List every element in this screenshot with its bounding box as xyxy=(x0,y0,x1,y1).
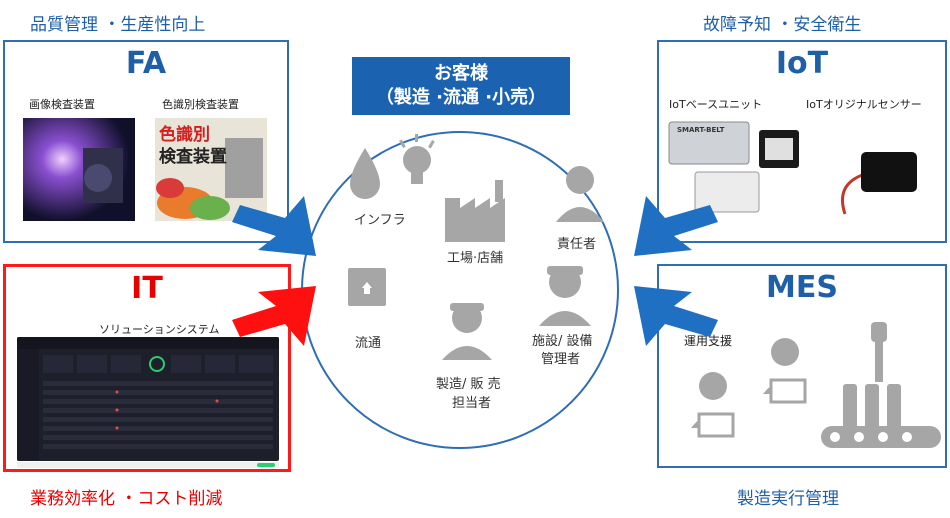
mes-title: MES xyxy=(766,270,838,305)
image-inspection-photo xyxy=(23,118,135,221)
manager-icon xyxy=(556,166,604,222)
facility-manager-icon xyxy=(539,266,591,326)
color-inspection-photo: 色識別 検査装置 xyxy=(155,118,267,221)
label-factory-store: 工場·店舗 xyxy=(447,251,504,266)
iot-device-label: SMART-BELT xyxy=(677,126,725,134)
iot-item-original-sensor: IoTオリジナルセンサー xyxy=(806,98,922,111)
iot-devices-photo xyxy=(668,121,917,215)
it-title: IT xyxy=(131,271,163,306)
heading-mes: 製造実行管理 xyxy=(737,489,839,509)
label-manager: 責任者 xyxy=(557,237,597,252)
customer-subtitle: （製造 ·流通 ·小売） xyxy=(375,87,547,108)
mes-panel: MES 運用支援 xyxy=(657,264,947,468)
fa-panel: FA 画像検査装置 色識別検査装置 色識別 検査装置 xyxy=(3,40,289,243)
mes-illustration xyxy=(691,322,941,448)
mes-item-operation-support: 運用支援 xyxy=(684,334,733,348)
arrow-fa xyxy=(232,196,316,256)
arrow-mes xyxy=(634,286,718,346)
label-logistics: 流通 xyxy=(355,336,382,351)
light-bulb-icon xyxy=(399,134,435,184)
water-drop-icon xyxy=(350,148,380,199)
heading-failure-prediction: 故障予知 ・安全衛生 xyxy=(703,15,862,35)
arrow-iot xyxy=(634,196,718,256)
it-screenshot-footer xyxy=(17,462,279,468)
iot-item-base-unit: IoTベースユニット xyxy=(669,98,763,111)
fa-item-color-inspection: 色識別検査装置 xyxy=(162,98,239,111)
label-facility-line1: 施設/ 設備 xyxy=(532,334,593,349)
label-facility-line2: 管理者 xyxy=(541,352,581,367)
iot-title: IoT xyxy=(775,46,829,81)
it-panel: IT ソリューションシステム xyxy=(3,264,291,472)
label-infrastructure: インフラ xyxy=(354,213,406,228)
label-sales-line1: 製造/ 販 売 xyxy=(436,377,501,392)
solution-system-screenshot xyxy=(17,337,279,461)
fa-title: FA xyxy=(125,46,167,81)
customer-title-box: お客様 （製造 ·流通 ·小売） xyxy=(352,57,570,115)
heading-quality: 品質管理 ・生産性向上 xyxy=(30,15,206,35)
customer-title: お客様 xyxy=(434,63,488,84)
factory-chimney-icon xyxy=(495,180,503,202)
label-sales-line2: 担当者 xyxy=(452,396,492,411)
it-item-solution-system: ソリューションシステム xyxy=(99,323,220,336)
arrow-it xyxy=(232,286,316,346)
factory-icon xyxy=(445,198,505,242)
heading-efficiency: 業務効率化 ・コスト削減 xyxy=(30,489,223,509)
worker-icon xyxy=(442,303,492,360)
color-inspection-photo-text2: 検査装置 xyxy=(159,147,227,167)
fa-item-image-inspection: 画像検査装置 xyxy=(29,98,95,111)
color-inspection-photo-text1: 色識別 xyxy=(159,125,210,145)
